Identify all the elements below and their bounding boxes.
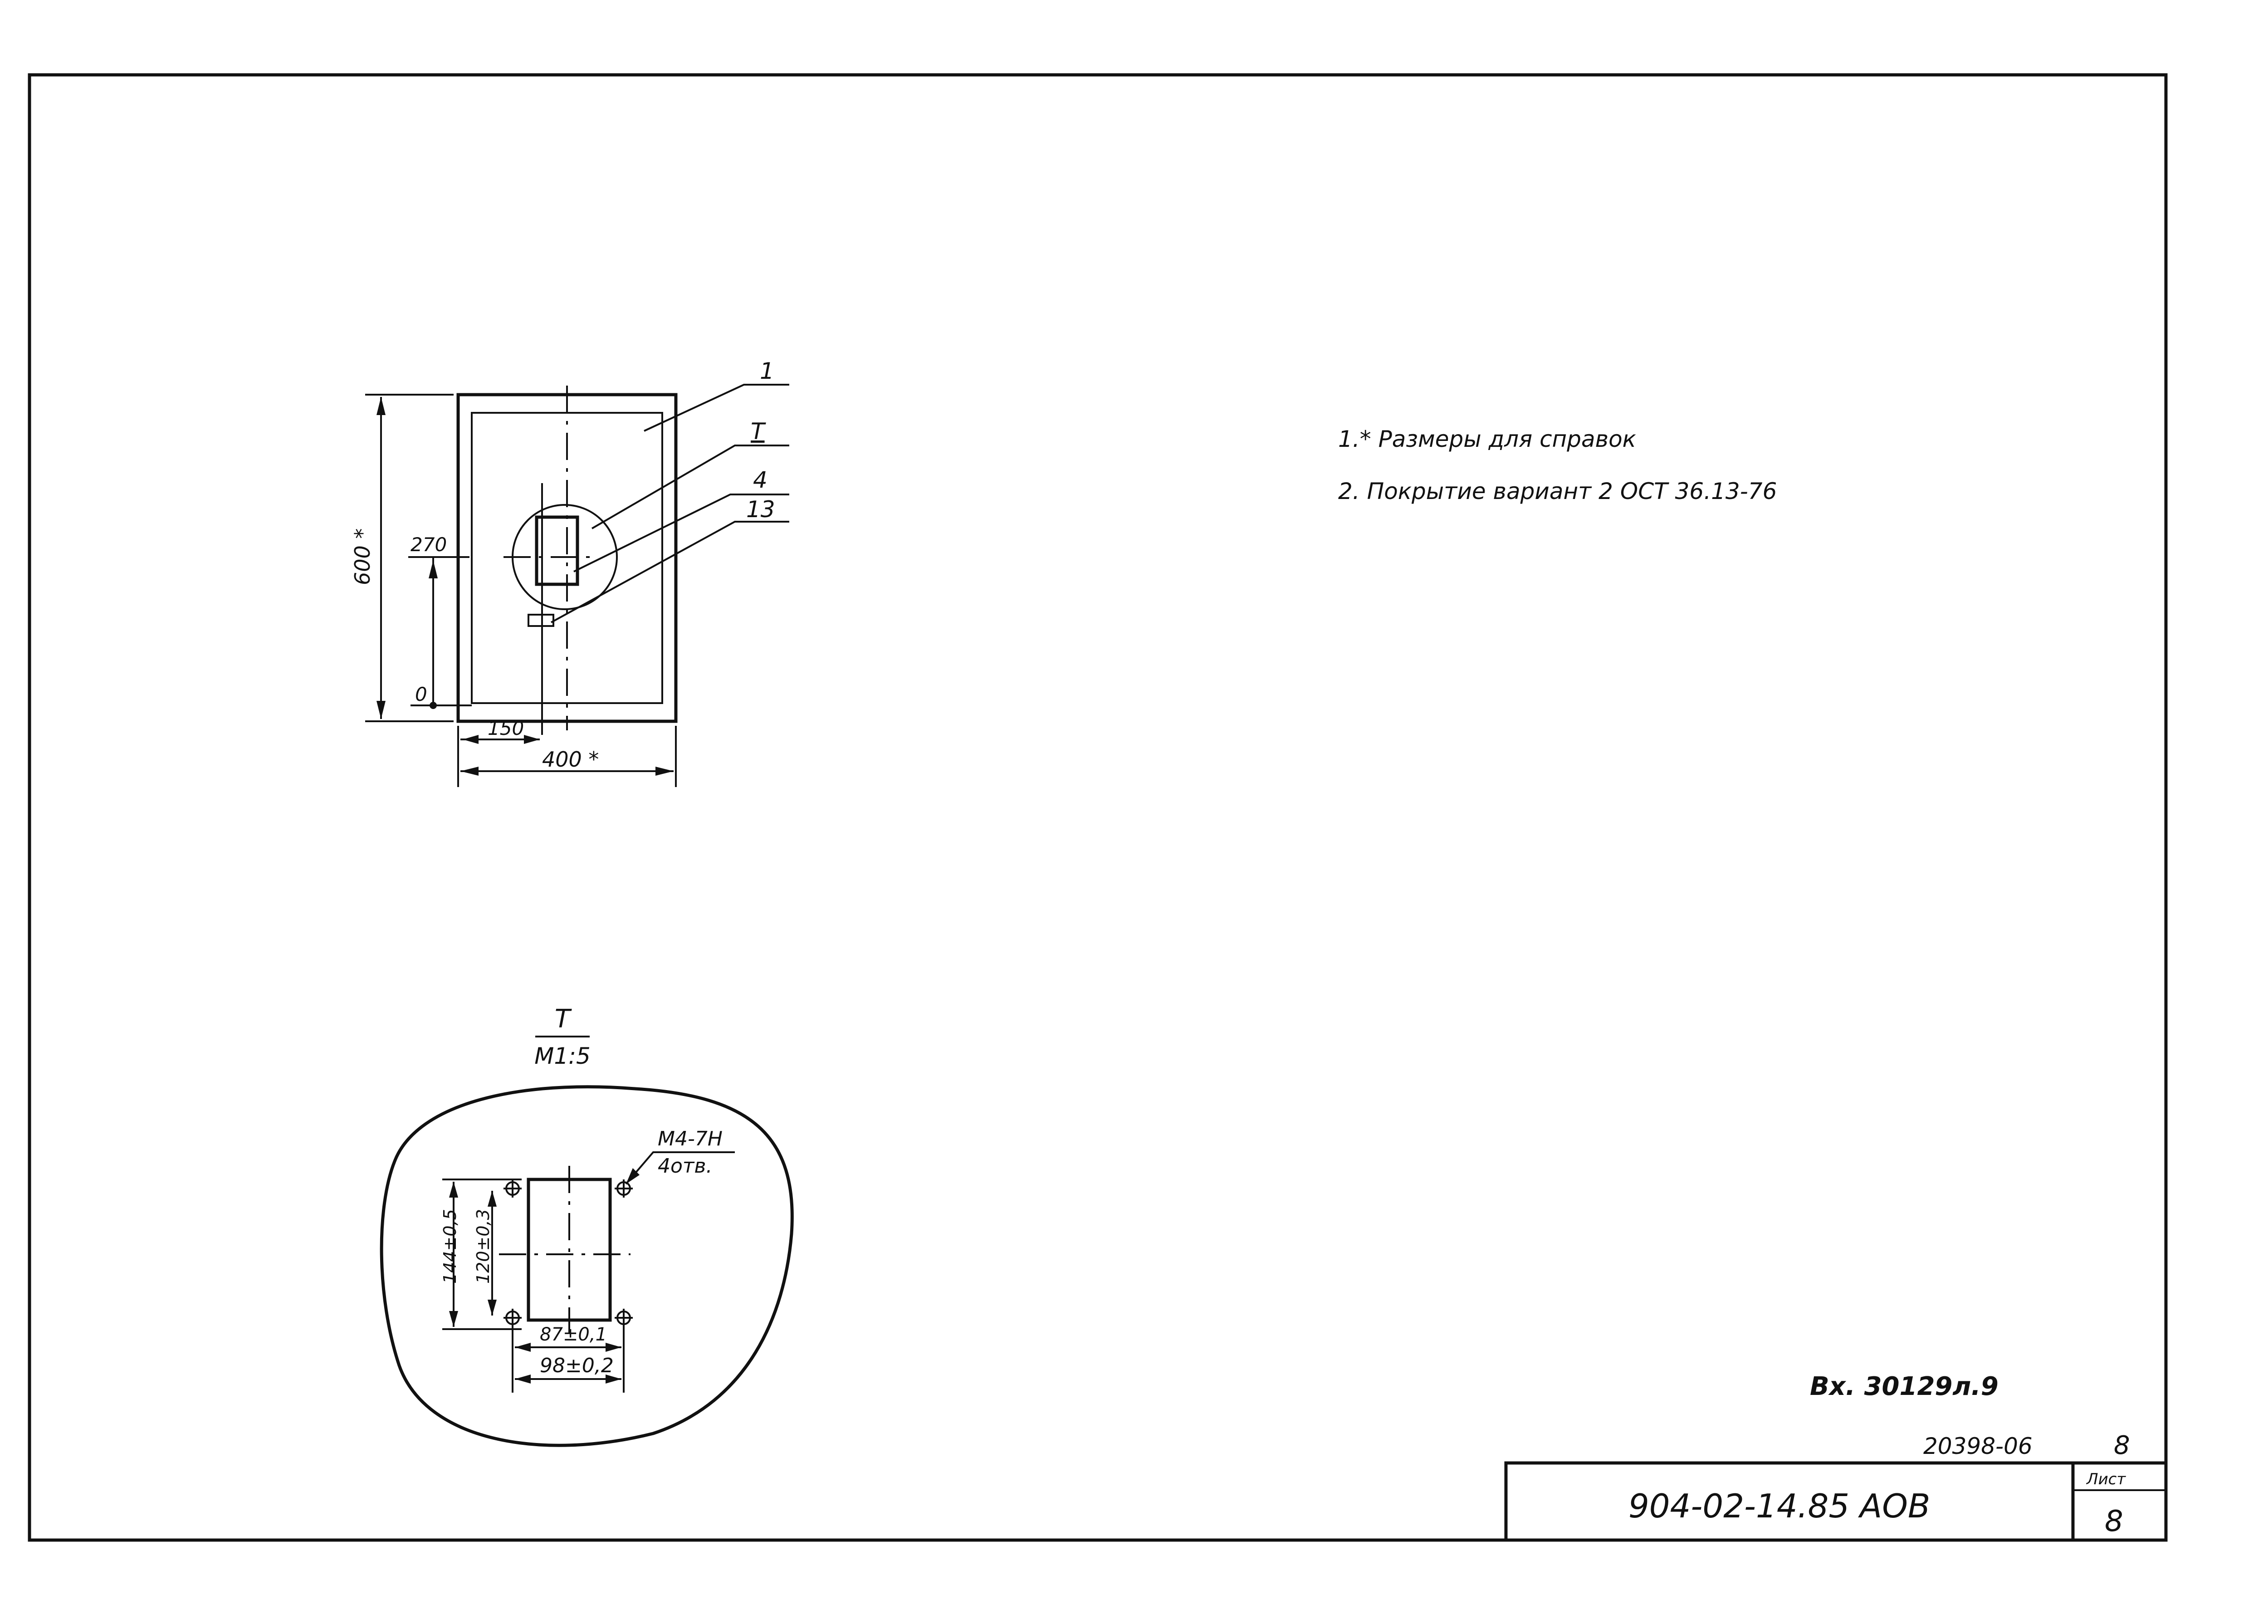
detail-break-outline [380,1085,794,1447]
part-13 [528,614,554,627]
inventory-stamp: Вх. 30129л.9 [1810,1372,1999,1401]
dim-inner-height: 120±0,3 [473,1209,493,1284]
note-2: 2. Покрытие вариант 2 ОСТ 36.13-76 [1338,478,1777,504]
callout-13: 13 [746,496,775,523]
hole-count-note: 4отв. [658,1154,712,1178]
dim-offset-x: 150 [488,717,524,739]
title-block: Вх. 30129л.9 20398-06 8 904-02-14.85 АОВ… [1504,1372,2168,1542]
callout-4: 4 [753,467,767,493]
detail-scale: М1:5 [534,1043,591,1069]
archive-number: 20398-06 [1923,1433,2033,1459]
dim-inner-width: 87±0,1 [540,1324,607,1345]
sheet-frame [28,73,2168,1542]
archive-sheet: 8 [2114,1431,2130,1460]
dim-mark-0: 0 [415,683,427,705]
dim-height-label: 600 * [350,528,375,585]
mounting-holes [503,1179,633,1327]
document-code: 904-02-14.85 АОВ [1628,1487,1930,1525]
note-1: 1.* Размеры для справок [1338,426,1636,452]
dim-outer-height: 144±0,5 [440,1209,460,1284]
dim-mark-270: 270 [411,533,447,556]
sheet-number: 8 [2105,1505,2123,1538]
main-view: 600 * 270 0 150 400 * 1 Т 4 13 [350,358,789,787]
window-part-4 [535,515,579,586]
callout-T: Т [751,418,766,445]
dim-width-label: 400 * [542,747,599,772]
detail-view: Т М1:5 М4-7Н 4отв. 144±0,5 [380,1004,794,1447]
title-block-frame [1504,1461,2168,1542]
thread-note: М4-7Н [658,1127,723,1150]
notes: 1.* Размеры для справок 2. Покрытие вари… [1338,426,1777,504]
callout-1: 1 [760,358,774,384]
dim-outer-width: 98±0,2 [540,1354,614,1377]
detail-title: Т [555,1004,572,1034]
sheet-label: Лист [2086,1470,2126,1488]
